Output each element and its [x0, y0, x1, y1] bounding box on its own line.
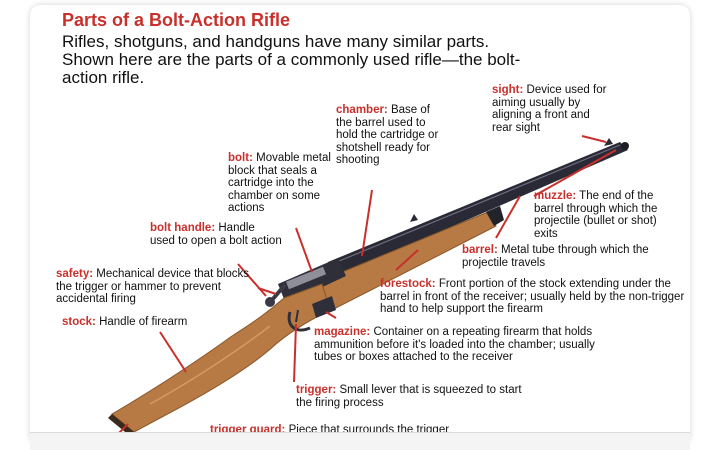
label-barrel: barrel: Metal tube through which the pro… [462, 244, 690, 269]
label-trigger: trigger: Small lever that is squeezed to… [296, 384, 532, 409]
label-bolt-desc: Movable metal block that seals a cartrid… [228, 152, 331, 214]
barrel-highlight [331, 144, 621, 265]
label-magazine-desc: Container on a repeating firearm that ho… [314, 326, 595, 363]
label-forestock-term: forestock: [380, 278, 436, 290]
label-sight: sight: Device used for aiming usually by… [492, 84, 610, 134]
label-muzzle-desc: The end of the barrel through which the … [534, 190, 658, 240]
label-muzzle: muzzle: The end of the barrel through wh… [534, 190, 682, 240]
muzzle-tip [621, 142, 629, 150]
label-chamber-term: chamber: [336, 104, 388, 116]
butt-plate [108, 414, 134, 436]
label-stock-term: stock: [62, 316, 96, 328]
label-sight-desc: Device used for aiming usually by aligni… [492, 84, 607, 134]
label-barrel-term: barrel: [462, 244, 498, 256]
leader-lines [109, 135, 617, 443]
label-bolt-handle-term: bolt handle: [150, 222, 216, 234]
label-magazine: magazine: Container on a repeating firea… [314, 326, 610, 364]
label-chamber-desc: Base of the barrel used to hold the cart… [336, 104, 439, 166]
label-muzzle-term: muzzle: [534, 190, 577, 202]
chamber-leader [361, 189, 373, 257]
safety-leader [257, 287, 277, 295]
diagram-intro: Rifles, shotguns, and handguns have many… [62, 32, 521, 87]
barrel-shape [328, 142, 628, 276]
label-safety: safety: Mechanical device that blocks th… [56, 268, 256, 306]
receiver-shape [278, 258, 346, 304]
stock-shape [111, 283, 331, 433]
label-trigger-term: trigger: [296, 384, 337, 396]
diagram-title: Parts of a Bolt-Action Rifle [62, 10, 291, 30]
label-magazine-term: magazine: [314, 326, 371, 338]
bolt-handle-knob [265, 297, 275, 307]
bolt-handle-leader [237, 263, 267, 297]
label-stock: stock: Handle of firearm [62, 316, 232, 329]
magazine-shape [312, 296, 336, 318]
label-bolt-handle-desc: Handle used to open a bolt action [150, 222, 282, 247]
label-safety-desc: Mechanical device that blocks the trigge… [56, 268, 250, 305]
bolt-handle-shape [270, 284, 286, 302]
label-bolt: bolt: Movable metal block that seals a c… [228, 152, 332, 215]
forestock-tip [486, 206, 504, 226]
bolt-leader [295, 227, 313, 273]
label-trigger-desc: Small lever that is squeezed to start th… [296, 384, 522, 409]
trigger-guard-shape [287, 311, 311, 332]
rear-sight [410, 214, 418, 222]
label-barrel-desc: Metal tube through which the projectile … [462, 244, 649, 269]
label-bolt-term: bolt: [228, 152, 253, 164]
bottom-bar [30, 432, 690, 450]
magazine-leader [325, 311, 337, 319]
stock-grain [149, 325, 271, 405]
label-safety-term: safety: [56, 268, 94, 280]
label-chamber: chamber: Base of the barrel used to hold… [336, 104, 444, 167]
barrel-leader [495, 195, 521, 239]
muzzle-leader [533, 149, 617, 197]
label-sight-term: sight: [492, 84, 524, 96]
forestock-leader [395, 249, 419, 271]
trigger-shape [295, 309, 299, 323]
sight-leader [581, 135, 607, 143]
stock-leader [159, 331, 187, 373]
label-forestock: forestock: Front portion of the stock ex… [380, 278, 688, 316]
bolt-shape [285, 266, 327, 290]
label-stock-desc: Handle of firearm [99, 316, 188, 328]
label-forestock-desc: Front portion of the stock extending und… [380, 278, 685, 315]
label-bolt-handle: bolt handle: Handle used to open a bolt … [150, 222, 282, 247]
trigger-leader [293, 323, 297, 383]
front-sight [604, 138, 613, 146]
content-card [30, 5, 690, 445]
